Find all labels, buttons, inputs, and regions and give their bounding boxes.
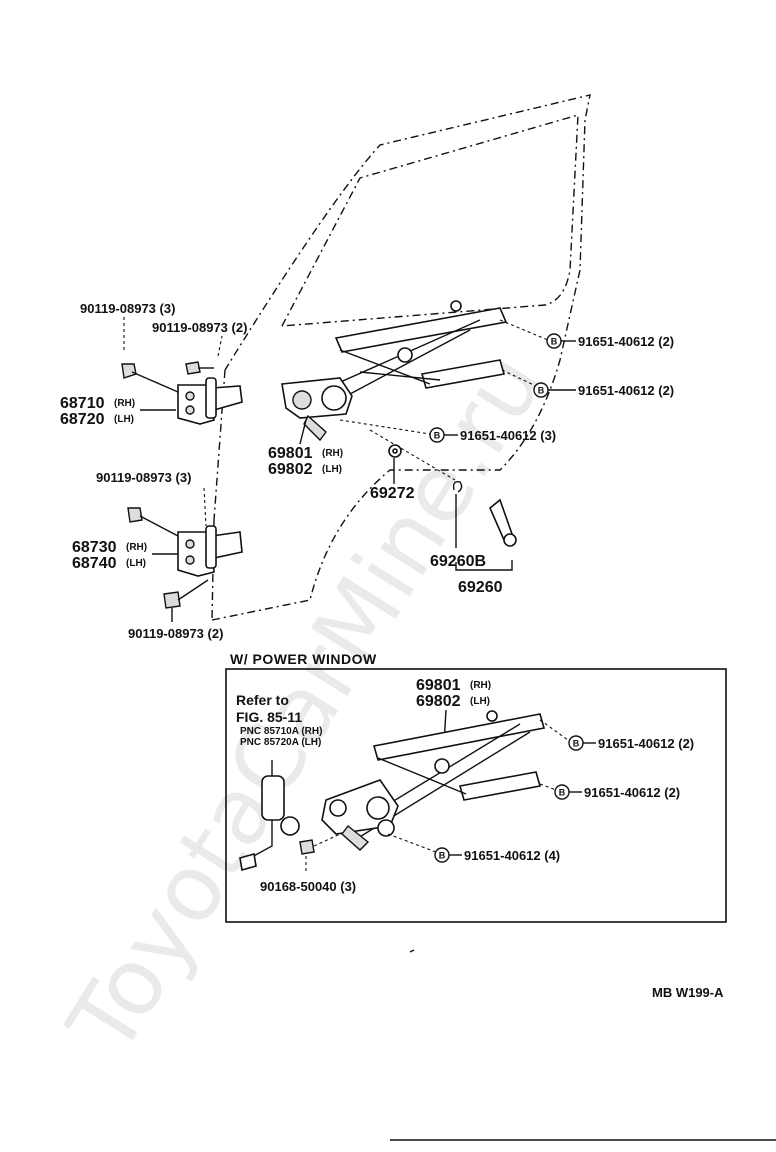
lower-hinge	[177, 525, 243, 577]
label-p-reg-rh: 69801	[416, 677, 461, 694]
label-p-bolt-low: 91651-40612 (4)	[464, 848, 560, 863]
label-lower-hinge-lh: 68740	[72, 555, 117, 572]
svg-text:B: B	[573, 739, 580, 749]
manual-regulator	[281, 300, 508, 442]
svg-text:B: B	[538, 386, 545, 396]
leader-lower-bolt-a	[203, 487, 207, 527]
upper-hinge	[177, 377, 243, 425]
speck	[409, 949, 415, 953]
label-m-bolt-low: 91651-40612 (3)	[460, 428, 556, 443]
label-upper-hinge-rh: 68710	[60, 395, 105, 412]
label-refer-fig: FIG. 85-11	[236, 709, 302, 725]
label-m-bolt-mid: 91651-40612 (2)	[578, 383, 674, 398]
label-refer-to: Refer to	[236, 692, 289, 708]
b-mark-mid: B	[533, 382, 549, 398]
label-washer: 69272	[370, 485, 415, 502]
lower-bolt-b	[163, 579, 209, 609]
label-p-reg-lh-side: (LH)	[470, 696, 490, 707]
leader-upper-bolt-b	[217, 335, 223, 357]
b-mark-low: B	[429, 427, 445, 443]
label-upper-hinge-rh-side: (RH)	[114, 398, 135, 409]
label-p-reg-lh: 69802	[416, 693, 461, 710]
label-motor-screw: 90168-50040 (3)	[260, 879, 356, 894]
window-handle	[489, 498, 517, 547]
svg-text:B: B	[439, 851, 446, 861]
svg-text:B: B	[559, 788, 566, 798]
washer	[388, 444, 402, 458]
label-lower-hinge-lh-side: (LH)	[126, 558, 146, 569]
leader-p-bolt-low	[387, 833, 437, 853]
b-mark-top: B	[546, 333, 562, 349]
leader-p-bolt-mid	[539, 783, 557, 791]
lower-bolt-a	[127, 507, 179, 537]
label-lower-hinge-rh: 68730	[72, 539, 117, 556]
label-upper-bolt-b: 90119-08973 (2)	[152, 320, 247, 335]
label-lower-hinge-rh-side: (RH)	[126, 542, 147, 553]
upper-bolt-a	[121, 363, 179, 393]
label-m-reg-rh-side: (RH)	[322, 448, 343, 459]
label-p-reg-rh-side: (RH)	[470, 680, 491, 691]
leader-p-bolt-top	[539, 719, 569, 741]
svg-text:B: B	[551, 337, 558, 347]
power-regulator	[321, 710, 546, 851]
label-upper-bolt-a: 90119-08973 (3)	[80, 301, 175, 316]
leader-m-bolt-top	[499, 319, 549, 341]
motor-screw	[299, 833, 341, 872]
label-m-reg-rh: 69801	[268, 445, 313, 462]
p-b-mark-top: B	[568, 735, 584, 751]
upper-bolt-b	[185, 361, 214, 375]
leader-m-bolt-mid	[501, 369, 541, 389]
label-upper-hinge-lh: 68720	[60, 411, 105, 428]
label-handle: 69260	[458, 579, 503, 596]
label-p-bolt-top: 91651-40612 (2)	[598, 736, 694, 751]
power-window-heading: W/ POWER WINDOW	[230, 651, 377, 667]
label-lower-bolt-b: 90119-08973 (2)	[128, 626, 223, 641]
bracket-handle	[455, 560, 513, 571]
label-m-reg-lh-side: (LH)	[322, 464, 342, 475]
label-pnc-lh: PNC 85720A (LH)	[240, 737, 321, 748]
label-m-bolt-top: 91651-40612 (2)	[578, 334, 674, 349]
label-clip: 69260B	[430, 553, 486, 570]
p-b-mark-mid: B	[554, 784, 570, 800]
figure-code: MB W199-A	[652, 985, 724, 1000]
label-m-reg-lh: 69802	[268, 461, 313, 478]
leader-m-reg	[299, 419, 307, 445]
leader-washer	[369, 429, 456, 481]
label-pnc-rh: PNC 85710A (RH)	[240, 726, 322, 737]
power-window-motor	[239, 760, 300, 872]
svg-text:B: B	[434, 431, 441, 441]
p-b-mark-low: B	[434, 847, 450, 863]
label-lower-bolt-a: 90119-08973 (3)	[96, 470, 191, 485]
label-upper-hinge-lh-side: (LH)	[114, 414, 134, 425]
clip	[452, 480, 463, 548]
power-window-frame	[225, 668, 727, 923]
label-p-bolt-mid: 91651-40612 (2)	[584, 785, 680, 800]
